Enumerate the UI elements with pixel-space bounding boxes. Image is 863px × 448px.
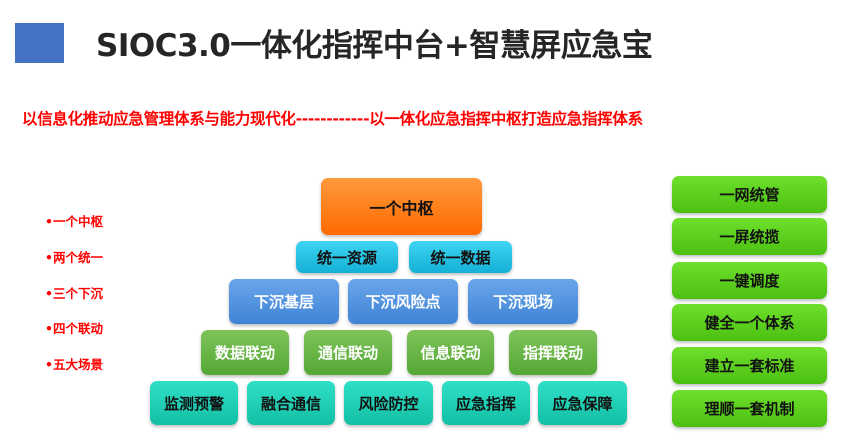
page-title: SIOC3.0一体化指挥中台+智慧屏应急宝 (96, 28, 653, 64)
bullet-item: •五大场景 (45, 357, 103, 372)
bullet-item: •一个中枢 (45, 214, 103, 229)
pyramid-row3-item: 下沉风险点 (348, 279, 458, 324)
pyramid-row5-item: 融合通信 (247, 381, 335, 425)
pyramid-row5-item: 风险防控 (344, 381, 433, 425)
pyramid-row2-item: 统一资源 (296, 241, 398, 273)
pyramid-row5-item: 监测预警 (150, 381, 238, 425)
pyramid-row4-item: 指挥联动 (509, 330, 597, 375)
right-list-item: 一屏统揽 (672, 218, 827, 255)
pyramid-row4-item: 数据联动 (201, 330, 289, 375)
bullet-item: •四个联动 (45, 321, 103, 336)
pyramid-row3-item: 下沉基层 (229, 279, 339, 324)
pyramid-top: 一个中枢 (321, 178, 482, 235)
subtitle: 以信息化推动应急管理体系与能力现代化------------以一体化应急指挥中枢… (22, 110, 643, 128)
pyramid-row5-item: 应急指挥 (442, 381, 530, 425)
right-list-item: 一键调度 (672, 262, 827, 299)
title-accent-square (15, 23, 64, 63)
pyramid-row4-item: 通信联动 (304, 330, 392, 375)
right-list-item: 建立一套标准 (672, 347, 827, 384)
bullet-item: •三个下沉 (45, 286, 103, 301)
right-list-item: 理顺一套机制 (672, 390, 827, 427)
pyramid-row4-item: 信息联动 (407, 330, 494, 375)
pyramid-row2-item: 统一数据 (409, 241, 512, 273)
right-list-item: 一网统管 (672, 176, 827, 213)
right-list-item: 健全一个体系 (672, 304, 827, 341)
pyramid-row5-item: 应急保障 (538, 381, 627, 425)
bullet-item: •两个统一 (45, 250, 103, 265)
pyramid-row3-item: 下沉现场 (468, 279, 578, 324)
